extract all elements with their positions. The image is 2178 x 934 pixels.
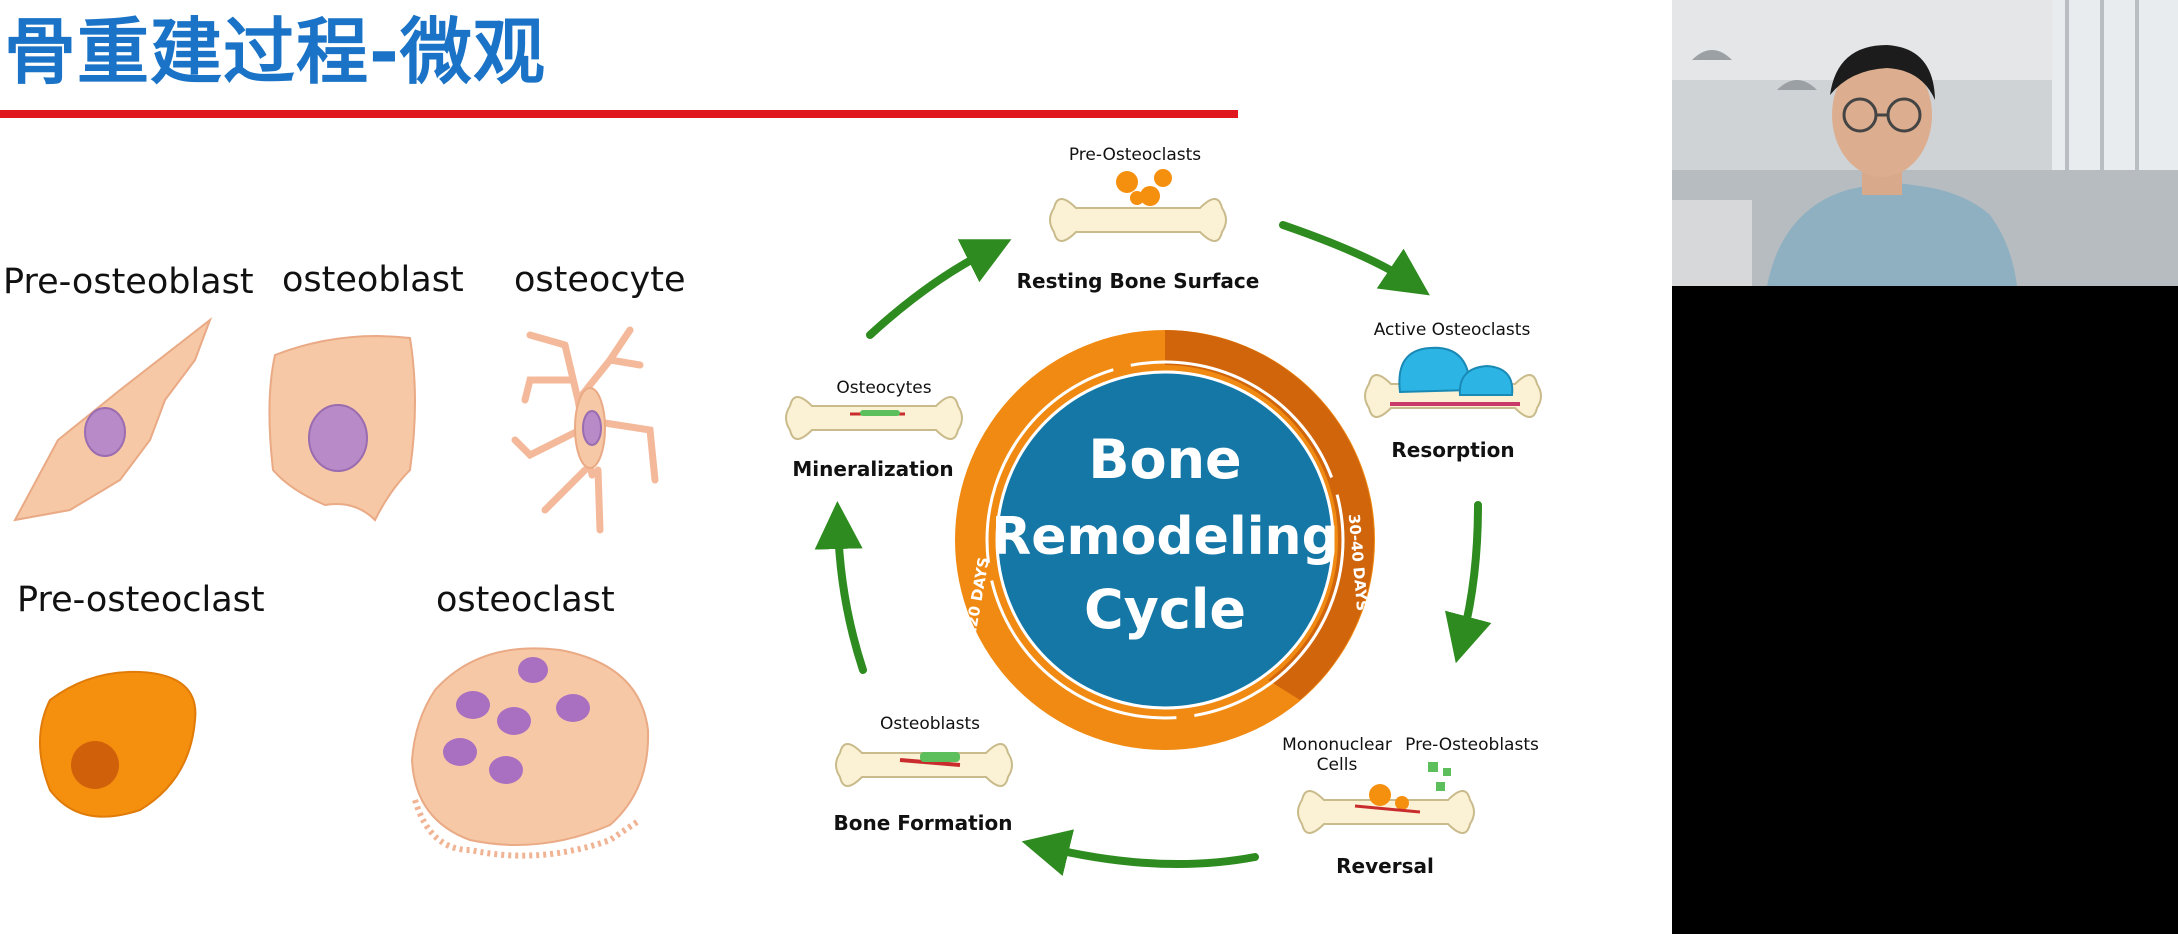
stage-resting-title: Resting Bone Surface (1017, 269, 1260, 293)
cycle-arrows (814, 221, 1492, 876)
bone-cell-diagram: Bone Remodeling Cycle 30-40 DAYS 120 DAY… (13, 145, 1542, 878)
mineralization-bone-illustration (785, 396, 963, 440)
title-underline (0, 110, 1238, 118)
arrow-resorption-to-reversal (1444, 501, 1492, 664)
label-osteoclast: osteoclast (436, 580, 615, 620)
slide-title: 骨重建过程-微观 (4, 10, 546, 94)
remodeling-cycle-ring (955, 330, 1375, 750)
stage-reversal-title: Reversal (1336, 854, 1434, 878)
label-pre-osteoblast: Pre-osteoblast (3, 262, 254, 302)
cycle-title-line2: Remodeling (991, 507, 1339, 567)
pre-osteoclast-cell (39, 670, 197, 818)
label-pre-osteoclast: Pre-osteoclast (17, 580, 265, 620)
presentation-slide: 骨重建过程-微观 (0, 0, 1672, 934)
resting-bone-illustration (1049, 169, 1227, 242)
presenter-webcam (1672, 0, 2178, 286)
cycle-title-line3: Cycle (1084, 578, 1246, 641)
reversal-bone-illustration (1297, 762, 1475, 834)
formation-bone-illustration (835, 743, 1013, 787)
arrow-reversal-to-formation (1021, 829, 1259, 876)
stage-reversal-sub2: Pre-Osteoblasts (1405, 735, 1539, 755)
pre-osteoblast-cell (13, 317, 213, 522)
presenter-webcam-icon (1672, 0, 2178, 286)
stage-resorption-title: Resorption (1391, 438, 1514, 462)
osteocyte-cell (511, 326, 659, 534)
osteoclast-cell (410, 647, 650, 859)
stage-reversal-sub1b: Cells (1317, 755, 1358, 775)
arrow-resting-to-resorption (1279, 221, 1430, 296)
stage-resting-sub: Pre-Osteoclasts (1069, 145, 1201, 165)
label-osteoblast: osteoblast (282, 260, 464, 300)
stage-resorption-sub: Active Osteoclasts (1374, 320, 1531, 340)
stage-reversal-sub1: Mononuclear (1282, 735, 1392, 755)
stage-mineralization-sub: Osteocytes (836, 378, 931, 398)
stage-mineralization-title: Mineralization (792, 457, 953, 481)
arrow-mineralization-to-resting (866, 239, 1012, 339)
stage-formation-sub: Osteoblasts (880, 714, 980, 734)
osteoblast-cell (268, 335, 416, 522)
arrow-formation-to-mineralization (814, 501, 867, 674)
stage-formation-title: Bone Formation (834, 811, 1013, 835)
label-osteocyte: osteocyte (514, 260, 686, 300)
cycle-title-line1: Bone (1088, 428, 1241, 491)
resorption-bone-illustration (1364, 346, 1542, 418)
empty-video-area (1672, 286, 2178, 934)
